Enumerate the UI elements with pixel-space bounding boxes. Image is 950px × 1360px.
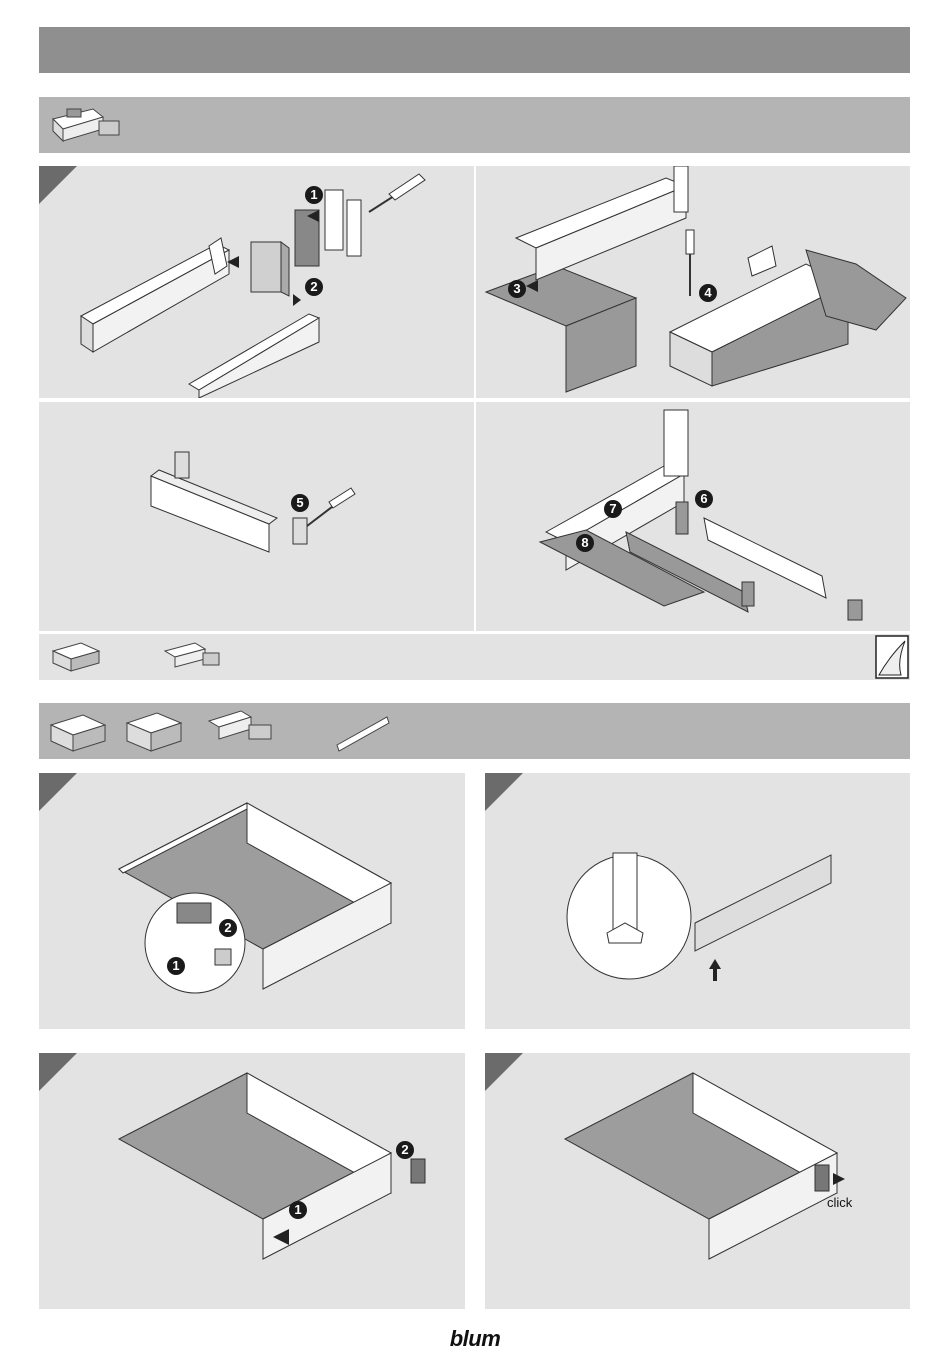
drawer-side-icon <box>203 707 283 757</box>
step-badge: 1 <box>289 1201 307 1219</box>
step-badge: 3 <box>508 280 526 298</box>
step-badge: 2 <box>396 1141 414 1159</box>
side-assembly-illustration <box>39 166 474 398</box>
front-panel-illustration <box>39 402 474 631</box>
section-1-bar <box>39 97 910 153</box>
drawer-box-tall-icon <box>121 707 191 757</box>
section-1-footer <box>39 634 910 680</box>
panel-step-1: 1 2 <box>39 166 474 398</box>
step-badge: 2 <box>305 278 323 296</box>
panel-step-7: 1 2 <box>39 1053 465 1309</box>
step-badge: 6 <box>695 490 713 508</box>
gallery-rail-icon <box>333 707 393 757</box>
panel-step-4: 6 7 8 <box>476 402 910 631</box>
gallery-clip-illustration <box>485 773 910 1029</box>
drawer-box-icon <box>45 707 115 757</box>
drawer-detail-illustration <box>39 773 465 1029</box>
step-badge: 4 <box>699 284 717 302</box>
panel-step-3: 5 <box>39 402 474 631</box>
page-turn-icon <box>875 635 909 679</box>
front-mount-illustration <box>476 402 910 631</box>
drawer-side-icon <box>47 97 127 153</box>
drawer-side-icon <box>159 637 229 677</box>
step-badge: 1 <box>305 186 323 204</box>
section-2-bar <box>39 703 910 759</box>
step-badge: 8 <box>576 534 594 552</box>
panel-step-8: click <box>485 1053 910 1309</box>
click-label: click <box>827 1195 852 1210</box>
drawer-assembly-illustration <box>39 1053 465 1309</box>
drawer-complete-illustration <box>485 1053 910 1309</box>
step-badge: 5 <box>291 494 309 512</box>
panel-step-6 <box>485 773 910 1029</box>
step-badge: 1 <box>167 957 185 975</box>
step-badge: 7 <box>604 500 622 518</box>
brand-logo: blum <box>0 1326 950 1352</box>
drawer-box-icon <box>47 637 107 677</box>
step-badge: 2 <box>219 919 237 937</box>
bottom-assembly-illustration <box>476 166 910 398</box>
panel-step-2: 3 4 <box>476 166 910 398</box>
header-bar <box>39 27 910 73</box>
panel-step-5: 2 1 <box>39 773 465 1029</box>
